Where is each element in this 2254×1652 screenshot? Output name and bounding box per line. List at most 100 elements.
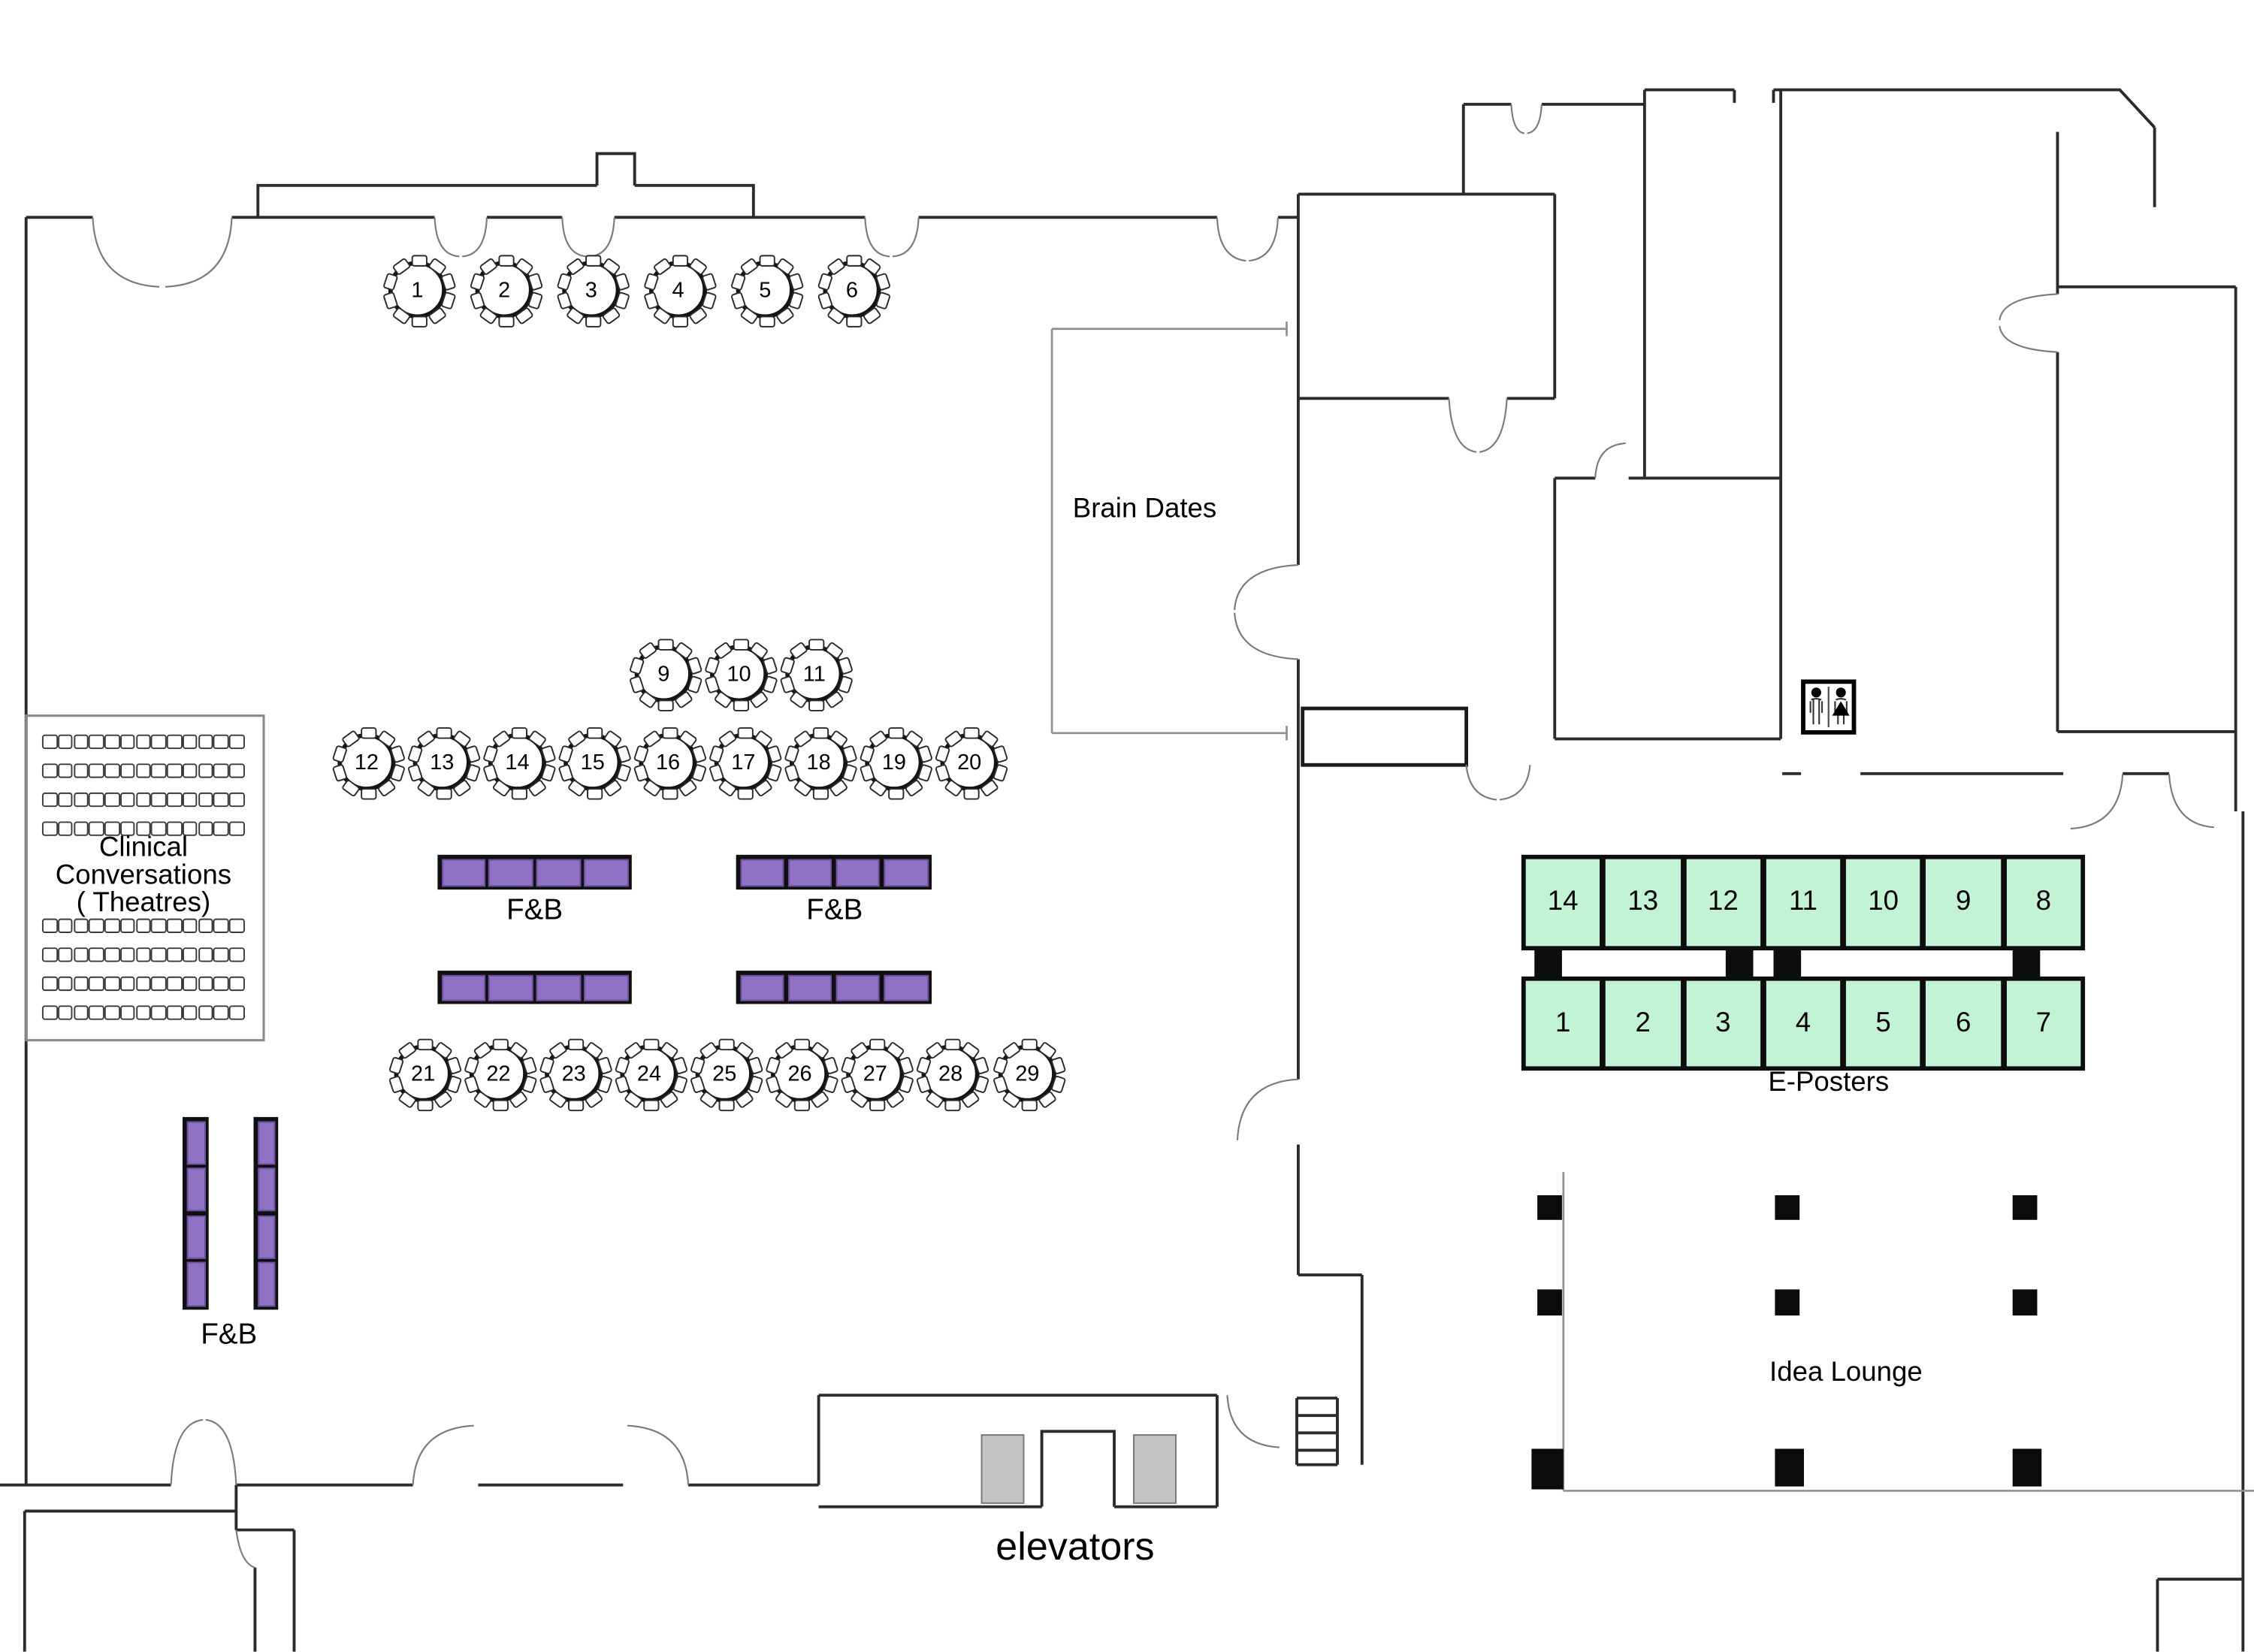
chair-icon (732, 699, 749, 711)
chair-icon (736, 727, 753, 739)
eposter-booth: 5 (1846, 980, 1921, 1067)
eposter-connector (1725, 947, 1754, 980)
round-table: 29 (992, 1038, 1066, 1112)
fnb-table (186, 1215, 205, 1259)
theatre-chair-icon (228, 734, 245, 750)
theatre-chair-icon (151, 918, 167, 934)
fnb-table (257, 1262, 275, 1306)
chair-icon (845, 316, 862, 328)
theatre-chair-icon (166, 821, 183, 837)
eposter-connector (2012, 947, 2041, 980)
chair-icon (1020, 1099, 1037, 1112)
theatre-chair-icon (228, 918, 245, 934)
eposter-connector (1534, 947, 1562, 980)
theatre-chair-icon (73, 976, 89, 992)
theatre-chair-icon (73, 734, 89, 750)
round-table: 18 (783, 727, 857, 800)
theatre-chair-icon (135, 734, 151, 750)
fnb-station (736, 854, 932, 890)
theatre-chair-icon (228, 821, 245, 837)
fnb-table (441, 858, 485, 886)
pillar-icon (1775, 1448, 1804, 1487)
theatre-chair-icon (198, 734, 213, 750)
theatre-chair-icon (135, 821, 151, 837)
eposter-booth: 2 (1606, 980, 1681, 1067)
theatre-chair-icon (228, 976, 245, 992)
theatre-chair-icon (151, 976, 167, 992)
theatre-chair-icon (89, 792, 104, 808)
round-table: 2 (468, 255, 543, 328)
theatre-chair-icon (213, 734, 229, 750)
theatre-chair-icon (73, 792, 89, 808)
chair-icon (661, 788, 678, 800)
chair-icon (962, 788, 979, 800)
chair-icon (944, 1038, 960, 1051)
restroom-icon (1801, 679, 1857, 735)
theatre-chair-icon (104, 821, 120, 837)
round-table: 10 (703, 639, 778, 711)
chair-icon (1020, 1038, 1037, 1051)
fnb-table (441, 974, 485, 1001)
theatre-chair-icon (119, 947, 136, 962)
theatre-chair-icon (151, 763, 167, 778)
corridor-room (1301, 706, 1469, 767)
theatre-chair-icon (119, 792, 136, 808)
theatre-chair-icon (73, 1005, 89, 1021)
brain-dates-label: Brain Dates (1072, 494, 1217, 525)
round-table: 25 (689, 1038, 763, 1112)
theatre-chair-icon (182, 763, 198, 778)
pillar-icon (1537, 1195, 1562, 1220)
theatre-chair-icon (213, 763, 229, 778)
pillar-icon (1775, 1289, 1800, 1316)
theatre-chair-icon (41, 792, 58, 808)
chair-icon (491, 1099, 508, 1112)
fnb-table (739, 858, 784, 886)
chair-icon (497, 255, 514, 267)
eposter-booth: 9 (1926, 859, 2001, 947)
chair-icon (718, 1038, 734, 1051)
theatre-chair-icon (151, 1005, 167, 1021)
round-table: 24 (613, 1038, 688, 1112)
pillar-icon (1531, 1448, 1564, 1490)
eposter-booth: 3 (1685, 980, 1760, 1067)
chair-icon (410, 255, 427, 267)
theatre-chair-icon (151, 821, 167, 837)
chair-icon (510, 788, 527, 800)
round-table: 13 (406, 727, 481, 800)
theatre-chair-icon (182, 821, 198, 837)
fnb-label-right: F&B (806, 894, 863, 927)
eposter-booth: 14 (1525, 859, 1600, 947)
elevators-label: elevators (996, 1524, 1155, 1569)
elevator-car (980, 1434, 1025, 1504)
theatre-chair-icon (57, 763, 74, 778)
theatre-chair-icon (57, 947, 74, 962)
theatre-chair-icon (119, 1005, 136, 1021)
fnb-table (257, 1167, 275, 1212)
theatre-chair-icon (213, 821, 229, 837)
round-table: 11 (778, 639, 853, 711)
chair-icon (567, 1038, 584, 1051)
theatre-chair-icon (228, 1005, 245, 1021)
theatre-chair-icon (182, 947, 198, 962)
theatre-chair-icon (182, 918, 198, 934)
fnb-table (536, 974, 581, 1001)
theatre-chair-icon (73, 763, 89, 778)
clinical-label-line3: ( Theatres) (76, 888, 211, 919)
fnb-table (835, 974, 881, 1001)
theatre-chair-icon (119, 918, 136, 934)
chair-icon (360, 727, 376, 739)
theatre-chair-icon (57, 792, 74, 808)
idea-lounge-label: Idea Lounge (1769, 1358, 1923, 1388)
door-arcs (92, 104, 2214, 1569)
chair-icon (869, 1099, 885, 1112)
chair-icon (732, 639, 749, 651)
chair-icon (887, 727, 904, 739)
theatre-chair-icon (198, 947, 213, 962)
theatre-chair-icon (41, 1005, 58, 1021)
eposter-booth: 11 (1766, 859, 1841, 947)
theatre-chair-icon (104, 1005, 120, 1021)
fnb-table (488, 974, 533, 1001)
round-table: 17 (708, 727, 782, 800)
theatre-chair-icon (119, 734, 136, 750)
